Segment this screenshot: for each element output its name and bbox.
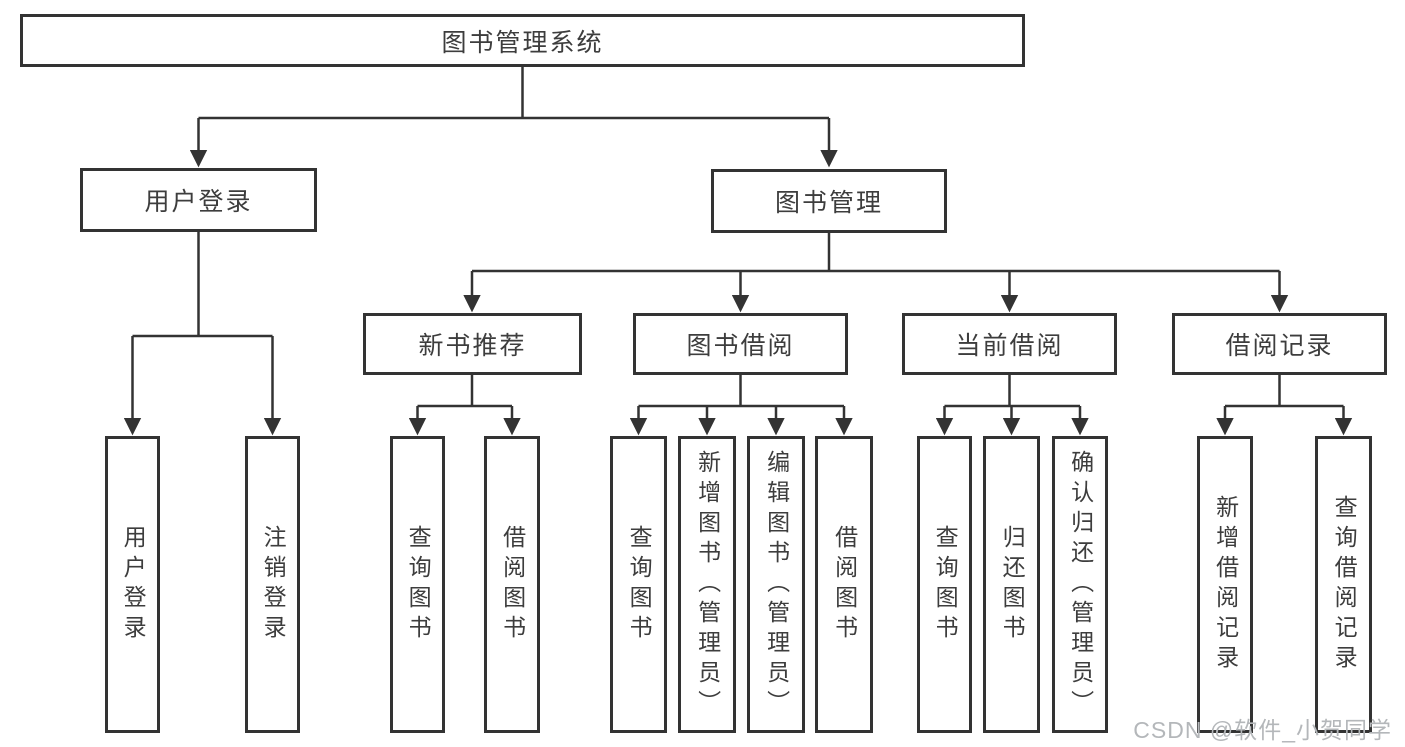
leaf-label: 查询图书 <box>626 524 653 645</box>
leaf-label: 查询借阅记录 <box>1331 494 1358 675</box>
leaf-label: 借阅图书 <box>499 524 526 645</box>
leaf-borrow-books-2: 借阅图书 <box>815 436 873 733</box>
watermark-csdn: CSDN @软件_小贺同学 <box>1133 717 1392 743</box>
leaf-borrow-books-1: 借阅图书 <box>484 436 540 733</box>
node-new-book-recommendation: 新书推荐 <box>363 313 582 375</box>
leaf-logout: 注销登录 <box>245 436 300 733</box>
leaf-label: 注销登录 <box>260 524 287 645</box>
node-label: 用户登录 <box>144 188 253 216</box>
connector-group <box>123 67 1353 436</box>
leaf-query-books-1: 查询图书 <box>390 436 445 733</box>
leaf-add-books-admin: 新增图书（管理员） <box>678 436 736 733</box>
node-label: 图书管理系统 <box>441 28 604 57</box>
leaf-label: 新增借阅记录 <box>1212 494 1239 675</box>
node-book-borrowing: 图书借阅 <box>633 313 848 375</box>
leaf-add-borrow-record: 新增借阅记录 <box>1197 436 1253 733</box>
node-label: 图书管理 <box>774 189 883 217</box>
leaf-query-books-3: 查询图书 <box>917 436 972 733</box>
leaf-label: 用户登录 <box>120 524 147 645</box>
node-user-login: 用户登录 <box>80 168 317 232</box>
node-label: 新书推荐 <box>418 332 527 360</box>
leaf-return-books: 归还图书 <box>983 436 1040 733</box>
node-label: 借阅记录 <box>1225 332 1334 360</box>
leaf-label: 新增图书（管理员） <box>694 449 721 720</box>
leaf-label: 归还图书 <box>999 524 1026 645</box>
leaf-label: 编辑图书（管理员） <box>763 449 790 720</box>
leaf-label: 确认归还（管理员） <box>1067 449 1094 720</box>
node-label: 当前借阅 <box>955 332 1064 360</box>
node-book-management: 图书管理 <box>711 169 947 233</box>
node-label: 图书借阅 <box>686 332 795 360</box>
leaf-query-books-2: 查询图书 <box>610 436 667 733</box>
node-current-borrowing: 当前借阅 <box>902 313 1117 375</box>
leaf-label: 查询图书 <box>405 524 432 645</box>
leaf-label: 查询图书 <box>932 524 959 645</box>
leaf-edit-books-admin: 编辑图书（管理员） <box>747 436 805 733</box>
leaf-confirm-return-admin: 确认归还（管理员） <box>1052 436 1108 733</box>
node-library-management-system: 图书管理系统 <box>20 14 1025 67</box>
node-borrowing-records: 借阅记录 <box>1172 313 1387 375</box>
leaf-user-login: 用户登录 <box>105 436 160 733</box>
leaf-label: 借阅图书 <box>831 524 858 645</box>
leaf-query-borrow-record: 查询借阅记录 <box>1315 436 1372 733</box>
